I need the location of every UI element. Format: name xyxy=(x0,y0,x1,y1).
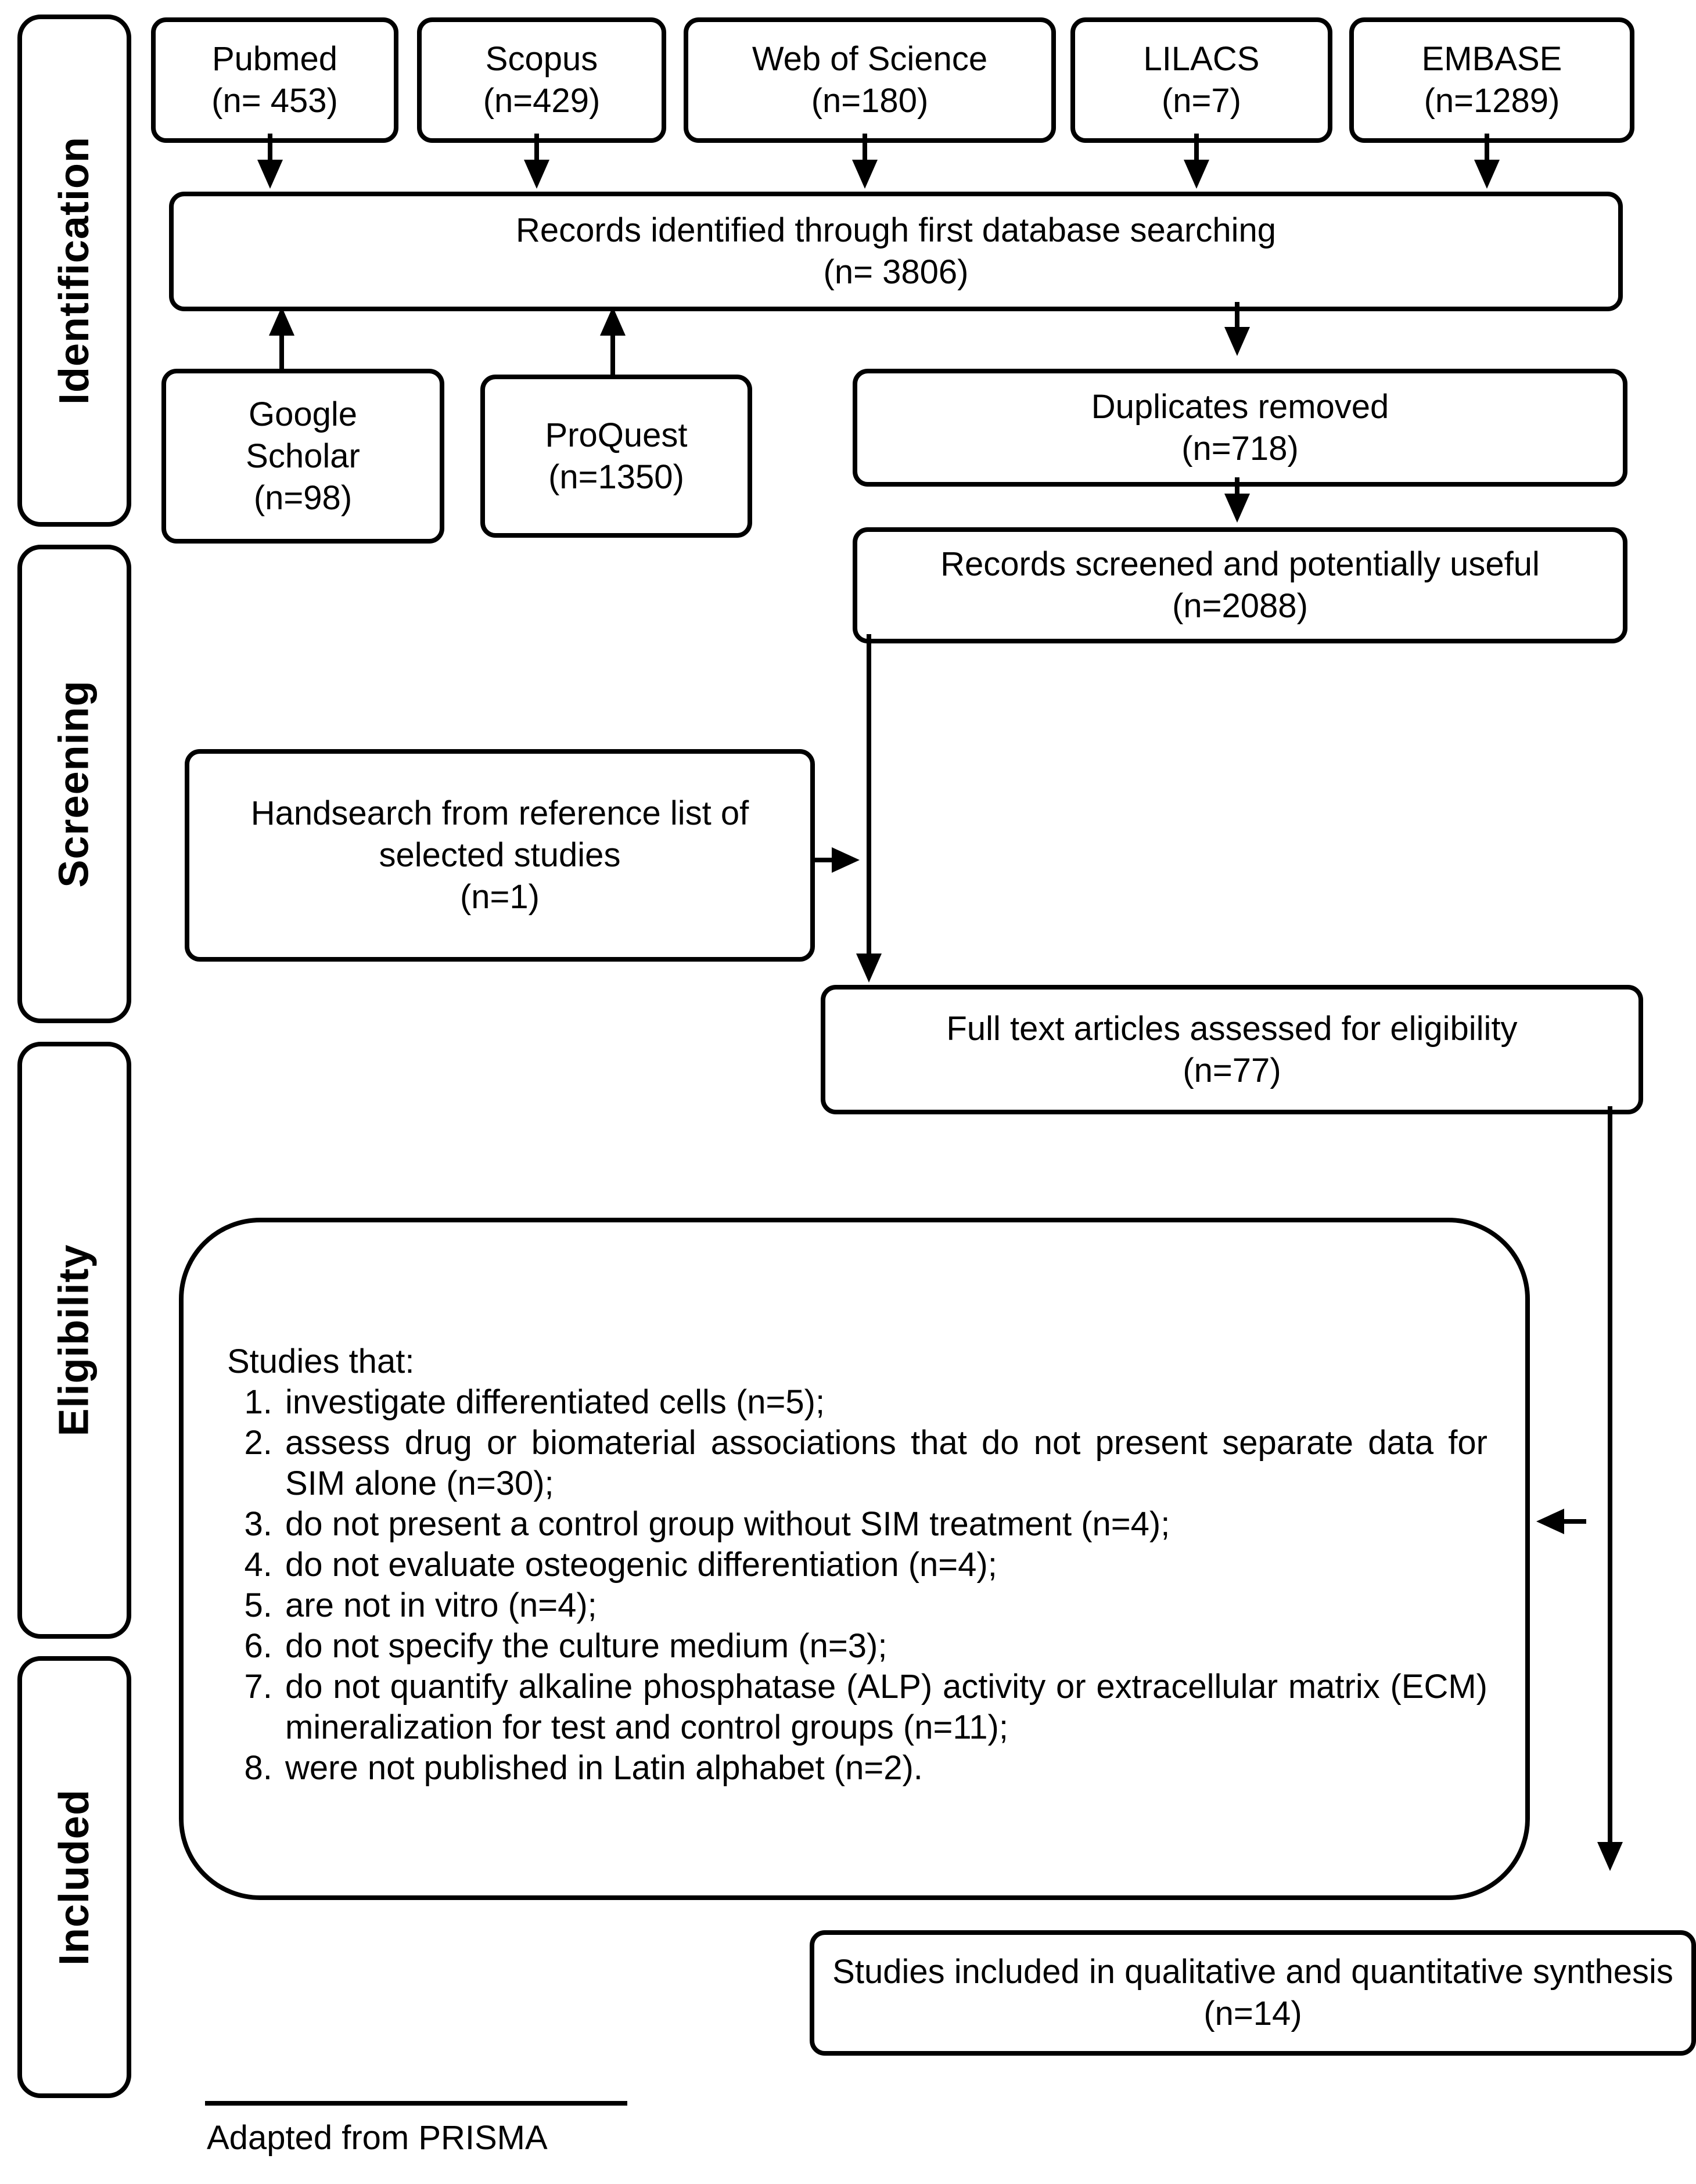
box-proquest: ProQuest (n=1350) xyxy=(480,375,752,538)
exclusion-item-6: do not specify the culture medium (n=3); xyxy=(282,1626,1487,1667)
arrow-into-exclusions-line xyxy=(1564,1519,1586,1524)
arrow-records-to-duplicates-head xyxy=(1224,327,1250,356)
section-eligibility: Eligibility xyxy=(17,1042,131,1639)
section-eligibility-label: Eligibility xyxy=(51,1244,98,1437)
exclusion-item-1: investigate differentiated cells (n=5); xyxy=(282,1382,1487,1423)
box-full-text-title: Full text articles assessed for eligibil… xyxy=(946,1009,1518,1048)
exclusion-item-5: are not in vitro (n=4); xyxy=(282,1585,1487,1626)
box-lilacs-title: LILACS xyxy=(1143,40,1260,78)
section-screening-label: Screening xyxy=(51,680,98,888)
box-scopus-title: Scopus xyxy=(485,40,598,78)
box-lilacs: LILACS (n=7) xyxy=(1070,17,1332,143)
box-records-screened: Records screened and potentially useful … xyxy=(853,527,1627,643)
arrow-duplicates-to-screened-line xyxy=(1235,477,1239,494)
box-embase-count: (n=1289) xyxy=(1424,82,1560,120)
exclusion-item-4: do not evaluate osteogenic differentiati… xyxy=(282,1545,1487,1585)
arrow-handsearch-line xyxy=(810,858,832,862)
arrow-scopus-to-records-head xyxy=(524,160,549,189)
box-lilacs-count: (n=7) xyxy=(1161,82,1241,120)
arrow-scopus-to-records-line xyxy=(534,134,539,160)
box-embase-title: EMBASE xyxy=(1421,40,1562,78)
box-handsearch-line1: Handsearch from reference list of xyxy=(250,794,749,832)
exclusion-criteria-list: investigate differentiated cells (n=5); … xyxy=(227,1382,1487,1789)
box-google-scholar-line2: Scholar xyxy=(246,437,360,475)
footer-divider xyxy=(205,2101,627,2106)
box-full-text-count: (n=77) xyxy=(1183,1051,1281,1089)
arrow-proquest-to-records-head xyxy=(600,307,626,336)
exclusion-item-8: were not published in Latin alphabet (n=… xyxy=(282,1748,1487,1789)
arrow-fulltext-to-included-head xyxy=(1597,1842,1623,1871)
box-web-of-science-title: Web of Science xyxy=(752,40,988,78)
box-duplicates-removed-count: (n=718) xyxy=(1181,429,1299,467)
footer-note: Adapted from PRISMA xyxy=(207,2119,548,2157)
exclusion-item-7: do not quantify alkaline phosphatase (AL… xyxy=(282,1667,1487,1748)
box-web-of-science-count: (n=180) xyxy=(811,82,929,120)
box-web-of-science: Web of Science (n=180) xyxy=(684,17,1056,143)
section-included-label: Included xyxy=(51,1789,98,1966)
box-pubmed-count: (n= 453) xyxy=(211,82,338,120)
arrow-screened-to-fulltext-head xyxy=(856,954,882,983)
arrow-wos-to-records-line xyxy=(863,134,867,160)
arrow-screened-to-fulltext-line xyxy=(867,634,871,954)
section-identification-label: Identification xyxy=(51,136,98,405)
box-included-synthesis: Studies included in qualitative and quan… xyxy=(810,1930,1696,2056)
arrow-lilacs-to-records-line xyxy=(1194,134,1199,160)
box-scopus: Scopus (n=429) xyxy=(417,17,666,143)
arrow-lilacs-to-records-head xyxy=(1184,160,1209,189)
box-handsearch-line2: selected studies xyxy=(379,836,621,874)
arrow-wos-to-records-head xyxy=(852,160,878,189)
box-google-scholar-count: (n=98) xyxy=(253,478,353,517)
arrow-pubmed-to-records-line xyxy=(268,134,272,160)
box-duplicates-removed: Duplicates removed (n=718) xyxy=(853,369,1627,487)
box-proquest-count: (n=1350) xyxy=(548,458,684,496)
exclusion-item-2: assess drug or biomaterial associations … xyxy=(282,1423,1487,1504)
box-pubmed: Pubmed (n= 453) xyxy=(151,17,398,143)
arrow-records-to-duplicates-line xyxy=(1235,302,1239,327)
arrow-fulltext-to-included-line xyxy=(1608,1106,1612,1842)
arrow-google-to-records-head xyxy=(269,307,294,336)
exclusion-criteria-intro: Studies that: xyxy=(227,1343,415,1380)
box-records-identified-title: Records identified through first databas… xyxy=(516,211,1276,249)
arrow-embase-to-records-line xyxy=(1485,134,1489,160)
box-handsearch: Handsearch from reference list of select… xyxy=(185,749,815,962)
box-included-synthesis-count: (n=14) xyxy=(1203,1995,1302,2032)
arrow-google-to-records-line xyxy=(279,336,284,370)
box-included-synthesis-title: Studies included in qualitative and quan… xyxy=(832,1953,1673,1991)
section-identification: Identification xyxy=(17,15,131,527)
box-exclusion-criteria: Studies that: investigate differentiated… xyxy=(179,1218,1530,1900)
arrow-proquest-to-records-line xyxy=(610,336,615,376)
box-records-identified-count: (n= 3806) xyxy=(823,253,969,291)
box-embase: EMBASE (n=1289) xyxy=(1349,17,1634,143)
arrow-pubmed-to-records-head xyxy=(257,160,283,189)
arrow-into-exclusions-head xyxy=(1536,1509,1564,1534)
box-duplicates-removed-title: Duplicates removed xyxy=(1091,387,1389,426)
box-records-screened-title: Records screened and potentially useful xyxy=(940,545,1540,583)
box-pubmed-title: Pubmed xyxy=(211,40,338,78)
arrow-embase-to-records-head xyxy=(1474,160,1500,189)
arrow-handsearch-head xyxy=(832,847,860,873)
box-full-text: Full text articles assessed for eligibil… xyxy=(821,985,1643,1114)
box-scopus-count: (n=429) xyxy=(483,82,601,120)
box-proquest-title: ProQuest xyxy=(545,416,688,454)
box-records-identified: Records identified through first databas… xyxy=(169,192,1623,311)
box-google-scholar: Google Scholar (n=98) xyxy=(161,369,444,544)
section-screening: Screening xyxy=(17,545,131,1023)
exclusion-item-3: do not present a control group without S… xyxy=(282,1504,1487,1545)
exclusion-criteria-content: Studies that: investigate differentiated… xyxy=(227,1341,1487,1789)
box-handsearch-count: (n=1) xyxy=(459,878,540,916)
box-records-screened-count: (n=2088) xyxy=(1172,587,1308,625)
section-included: Included xyxy=(17,1656,131,2098)
box-google-scholar-line1: Google xyxy=(248,395,358,433)
arrow-duplicates-to-screened-head xyxy=(1224,494,1250,523)
